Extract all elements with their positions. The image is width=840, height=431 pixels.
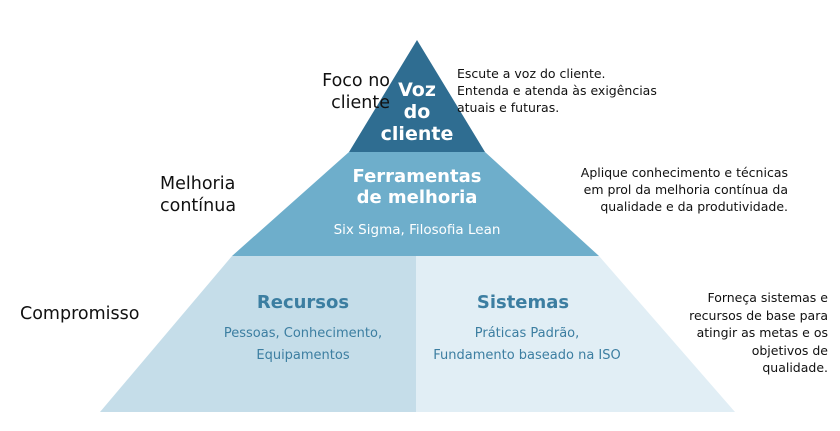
bottom-right-subtitle: Práticas Padrão, Fundamento baseado na I… (433, 326, 621, 363)
top-side-label: Foco no cliente (322, 71, 390, 113)
middle-level-title: Ferramentas de melhoria (352, 166, 482, 208)
pyramid-level-bottom-right (416, 256, 735, 412)
bottom-side-label: Compromisso (20, 304, 140, 324)
top-note: Escute a voz do cliente. Entenda e atend… (457, 66, 657, 115)
bottom-left-title: Recursos (256, 292, 350, 313)
middle-level-subtitle: Six Sigma, Filosofia Lean (333, 222, 501, 238)
bottom-right-title: Sistemas (476, 292, 570, 313)
pyramid-level-bottom-left (100, 256, 416, 412)
pyramid-level-top (349, 40, 485, 152)
bottom-left-subtitle: Pessoas, Conhecimento, Equipamentos (223, 326, 383, 363)
pyramid-level-middle (232, 152, 599, 256)
bottom-note: Forneça sistemas e recursos de base para… (689, 290, 828, 375)
top-level-title: Voz do cliente (380, 79, 454, 145)
middle-side-label: Melhoria contínua (160, 174, 237, 216)
middle-note: Aplique conhecimento e técnicas em prol … (580, 165, 788, 214)
